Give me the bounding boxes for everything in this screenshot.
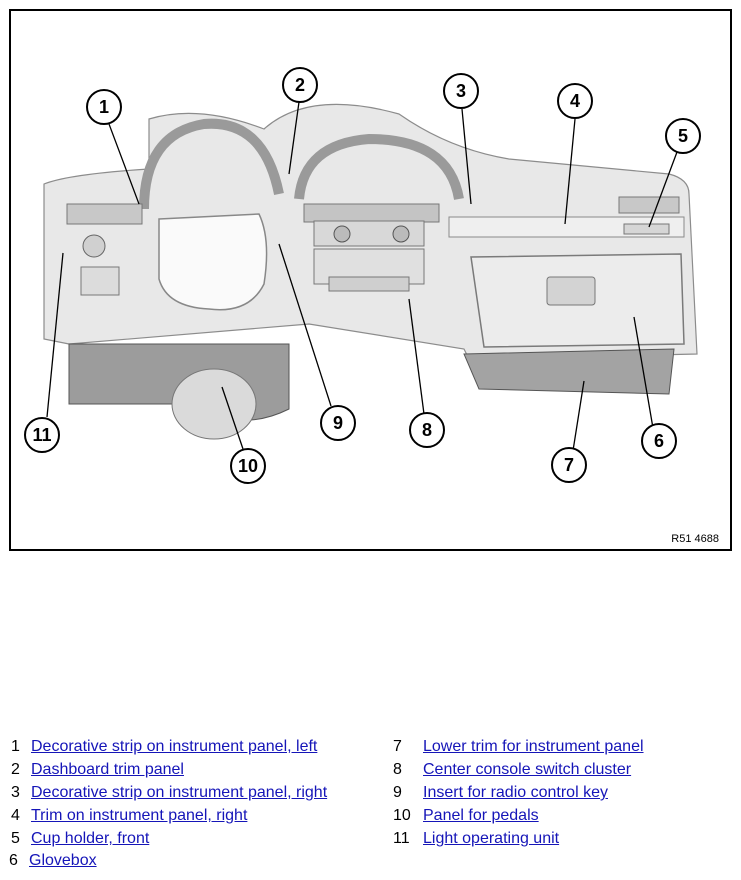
center-hood [294,133,464,200]
steering-opening [158,213,268,311]
legend-link-11[interactable]: Light operating unit [423,830,560,847]
legend-item-1: 1 Decorative strip on instrument panel, l… [11,738,317,756]
svg-text:5: 5 [678,126,688,146]
legend-item-5: 5 Cup holder, front [11,830,149,848]
legend-link-5[interactable]: Cup holder, front [31,830,150,847]
leader-4 [564,118,576,225]
legend-num: 3 [11,784,20,801]
svg-text:1: 1 [99,97,109,117]
leader-5 [648,151,678,228]
center-vent [303,203,440,223]
legend-item-2: 2 Dashboard trim panel [11,761,184,779]
callout-9: 9 [320,405,356,441]
legend-item-6: 6 Glovebox [9,852,97,870]
legend-num: 7 [393,738,402,755]
leader-11 [46,252,64,418]
legend-num: 5 [11,830,20,847]
svg-text:11: 11 [32,425,51,445]
legend-link-6[interactable]: Glovebox [29,852,97,869]
svg-text:4: 4 [570,91,580,111]
callout-4: 4 [557,83,593,119]
legend-item-11: 11 Light operating unit [393,830,559,848]
legend-link-3[interactable]: Decorative strip on instrument panel, ri… [31,784,328,801]
leader-6 [633,316,655,435]
legend-item-3: 3 Decorative strip on instrument panel, r… [11,784,327,802]
svg-text:8: 8 [422,420,432,440]
leader-9 [278,243,332,407]
legend-num: 4 [11,807,20,824]
legend-num: 11 [393,830,410,847]
lower-right-trim [463,348,675,395]
callout-8: 8 [409,412,445,448]
right-vent [618,196,680,214]
callout-5: 5 [665,118,701,154]
legend-link-10[interactable]: Panel for pedals [423,807,539,824]
legend-item-10: 10 Panel for pedals [393,807,539,825]
callout-10: 10 [230,448,266,484]
switch-cluster [328,276,410,292]
callouts: 1 2 3 4 5 6 7 8 9 10 11 [24,67,701,484]
leader-8 [408,298,425,415]
light-switch [82,234,106,258]
pedal-panel [171,368,257,440]
dashboard-illustration [43,103,698,440]
svg-text:6: 6 [654,431,664,451]
legend-link-9[interactable]: Insert for radio control key [423,784,608,801]
legend-num: 8 [393,761,402,778]
legend-item-9: 9 Insert for radio control key [393,784,608,802]
svg-text:2: 2 [295,75,305,95]
legend-link-7[interactable]: Lower trim for instrument panel [423,738,644,755]
dashboard-diagram: 1 2 3 4 5 6 7 8 9 10 11 R51 4688 [9,9,732,551]
callout-1: 1 [86,89,122,125]
callout-3: 3 [443,73,479,109]
legend-num: 2 [11,761,20,778]
callout-2: 2 [282,67,318,103]
glovebox-handle [546,276,596,306]
legend-num: 9 [393,784,402,801]
svg-text:3: 3 [456,81,466,101]
knob-right [392,225,410,243]
leader-10 [221,386,244,450]
legend-item-8: 8 Center console switch cluster [393,761,631,779]
leader-lines [46,101,678,458]
legend-link-8[interactable]: Center console switch cluster [423,761,632,778]
svg-text:7: 7 [564,455,574,475]
leader-3 [461,108,472,205]
legend-num: 1 [11,738,20,755]
legend-link-4[interactable]: Trim on instrument panel, right [31,807,248,824]
legend-link-1[interactable]: Decorative strip on instrument panel, le… [31,738,318,755]
legend-link-2[interactable]: Dashboard trim panel [31,761,184,778]
cluster-hood [139,118,284,210]
legend-item-4: 4 Trim on instrument panel, right [11,807,247,825]
knob-left [333,225,351,243]
left-vent [66,203,143,225]
cup-holder [623,223,670,235]
svg-text:10: 10 [238,456,258,476]
reference-code: R51 4688 [671,533,719,545]
legend-item-7: 7 Lower trim for instrument panel [393,738,644,756]
leader-1 [108,123,140,205]
leader-2 [288,101,300,175]
left-storage [80,266,120,296]
legend-num: 6 [9,852,18,869]
legend-num: 10 [393,807,411,824]
leader-7 [571,380,585,458]
callout-11: 11 [24,417,60,453]
callout-6: 6 [641,423,677,459]
callout-7: 7 [551,447,587,483]
svg-text:9: 9 [333,413,343,433]
